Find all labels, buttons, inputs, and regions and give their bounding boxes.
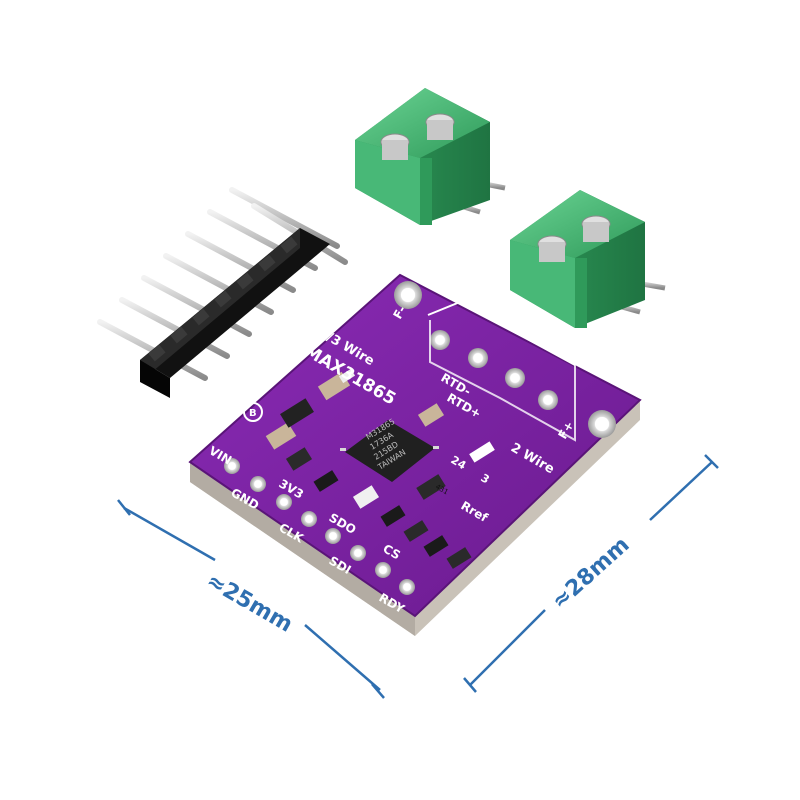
header-pins [97, 187, 348, 381]
screw-terminal-left [355, 88, 506, 225]
terminal-pads [427, 300, 576, 442]
header-plastic [140, 228, 330, 398]
terminal-screws-left [380, 113, 455, 160]
height-label: ≈28mm [547, 532, 634, 614]
width-label: ≈25mm [202, 569, 297, 638]
max31865-breakout-board: M31865 1736A 215BD TAIWAN MAX31865 2/3 W [188, 273, 642, 636]
pin-header [97, 187, 348, 398]
f-minus-label: F- [390, 303, 409, 321]
screw-terminal-right [510, 190, 666, 328]
mounting-holes [394, 281, 616, 438]
height-dimension [463, 454, 719, 693]
width-dimension [117, 499, 385, 699]
logo-mark: B [249, 408, 257, 419]
header-pads [224, 458, 415, 595]
terminal-screws-right [537, 215, 611, 262]
smd-components [265, 368, 495, 569]
